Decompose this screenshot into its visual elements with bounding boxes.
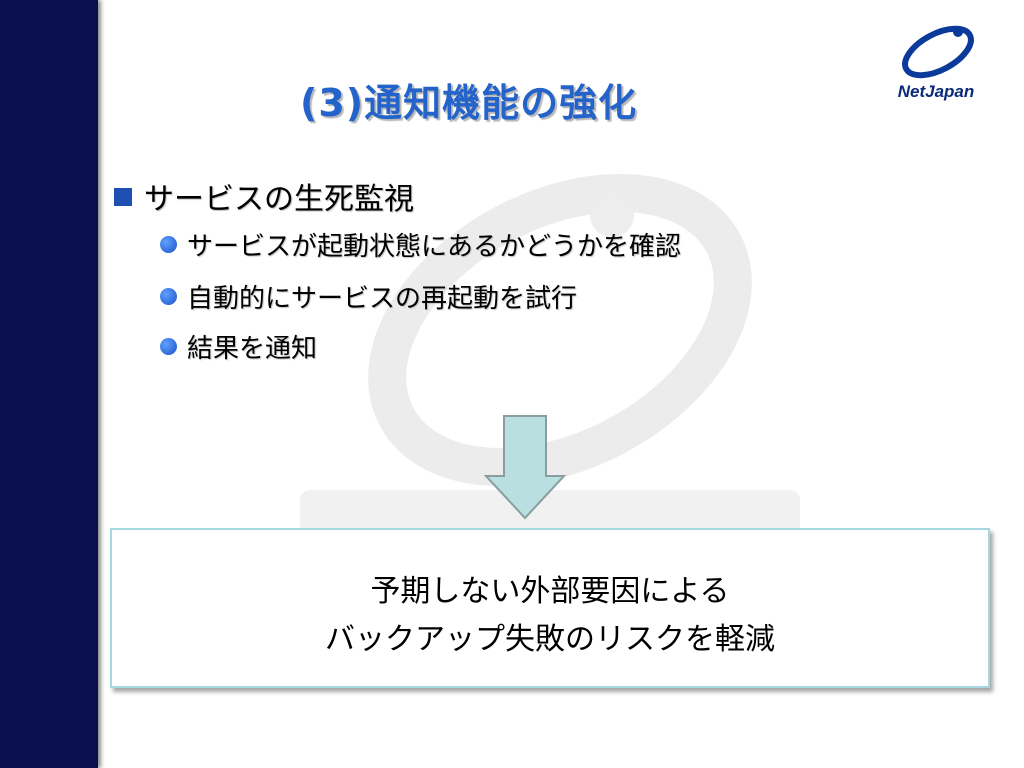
sub-bullet-item: 自動的にサービスの再起動を試行 [160, 278, 577, 315]
sub-bullet-label: サービスが起動状態にあるかどうかを確認 [187, 232, 682, 262]
result-line-1: 予期しない外部要因による [370, 574, 730, 609]
result-box: 予期しない外部要因による バックアップ失敗のリスクを軽減 [110, 528, 990, 688]
square-bullet-icon [114, 188, 132, 206]
down-arrow-icon [484, 415, 566, 520]
slide-title: (3)通知機能の強化 [300, 81, 638, 125]
main-bullet-item: サービスの生死監視 [114, 174, 414, 218]
logo-swoosh-icon [902, 25, 974, 79]
netjapan-logo: NetJapan [884, 22, 988, 106]
round-bullet-icon [160, 338, 177, 355]
sub-bullet-label: 自動的にサービスの再起動を試行 [187, 284, 578, 314]
sub-bullet-item: 結果を通知 [160, 328, 317, 365]
logo-text: NetJapan [897, 82, 975, 101]
main-bullet-label: サービスの生死監視 [144, 182, 414, 217]
round-bullet-icon [160, 236, 177, 253]
round-bullet-icon [160, 288, 177, 305]
sub-bullet-item: サービスが起動状態にあるかどうかを確認 [160, 226, 681, 263]
result-line-2: バックアップ失敗のリスクを軽減 [325, 622, 775, 657]
left-sidebar-bar [0, 0, 98, 768]
sub-bullet-label: 結果を通知 [187, 334, 318, 364]
